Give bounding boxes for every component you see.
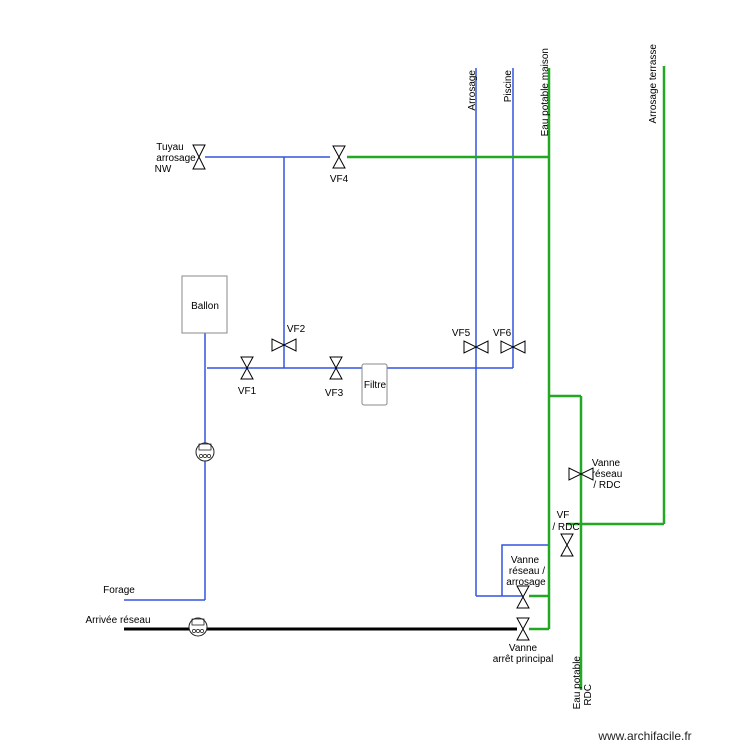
valve-arret-principal xyxy=(516,617,530,641)
valve-vf3 xyxy=(329,356,343,380)
ballon: Ballon xyxy=(181,275,228,334)
label-arrosage-terrasse-vertical: Arrosage terrasse xyxy=(648,44,659,124)
label-vanne-arrosage-line1: Vanne xyxy=(511,555,540,566)
label-vf4: VF4 xyxy=(330,174,349,185)
label-eau-potable-rdc-line2: RDC xyxy=(583,684,594,706)
watermark: www.archifacile.fr xyxy=(597,729,691,743)
label-vanne-rdc-line2: réseau xyxy=(592,469,623,480)
valve-vf6 xyxy=(500,340,526,354)
label-vanne-rdc-line3: / RDC xyxy=(593,480,620,491)
valves xyxy=(192,144,594,641)
label-tuyau-line1: Tuyau xyxy=(156,142,183,153)
label-tuyau-line3: NW xyxy=(155,164,172,175)
valve-reseau-arrosage xyxy=(516,585,530,609)
label-arrivee-reseau: Arrivée réseau xyxy=(85,615,150,626)
reseau-meter xyxy=(188,617,208,637)
ballon-label: Ballon xyxy=(191,301,219,312)
labels: Tuyau arrosage NW VF4 VF2 VF1 VF3 VF5 VF… xyxy=(85,44,691,743)
label-vanne-arret-line1: Vanne xyxy=(509,643,538,654)
label-vanne-arrosage-line3: arrosage xyxy=(506,577,546,588)
valve-tuyau-nw xyxy=(192,144,206,170)
valve-reseau-rdc xyxy=(568,467,594,481)
label-tuyau-line2: arrosage xyxy=(156,153,196,164)
label-forage: Forage xyxy=(103,585,135,596)
filtre-box xyxy=(361,363,388,406)
valve-vf-rdc xyxy=(560,533,574,557)
label-vanne-rdc-line1: Vanne xyxy=(592,458,621,469)
valve-vf1 xyxy=(240,356,254,380)
label-eau-potable-maison-vertical: Eau potable maison xyxy=(540,48,551,136)
label-vf-rdc-line1: VF xyxy=(557,510,570,521)
filtre-label: Filtre xyxy=(364,380,387,391)
ballon-tank xyxy=(181,275,228,334)
label-vf3: VF3 xyxy=(325,388,344,399)
label-vf1: VF1 xyxy=(238,386,257,397)
filtre: Filtre xyxy=(361,363,388,406)
forage-meter xyxy=(195,442,215,462)
label-vf6: VF6 xyxy=(493,328,512,339)
reseau-pipes xyxy=(347,66,666,690)
valve-vf5 xyxy=(463,340,489,354)
pipe-arrosage-vanne-link xyxy=(501,544,549,596)
label-vanne-arrosage-line2: réseau / xyxy=(509,566,545,577)
label-vanne-arret-line2: arrêt principal xyxy=(493,654,554,665)
label-vf2: VF2 xyxy=(287,324,306,335)
valve-vf2 xyxy=(271,338,297,352)
label-vf-rdc-line2: / RDC xyxy=(552,522,579,533)
label-piscine-vertical: Piscine xyxy=(503,70,514,103)
valve-vf4 xyxy=(332,145,346,169)
label-vf5: VF5 xyxy=(452,328,471,339)
label-arrosage-vertical: Arrosage xyxy=(467,70,478,111)
label-eau-potable-rdc-line1: Eau potable xyxy=(572,656,583,710)
